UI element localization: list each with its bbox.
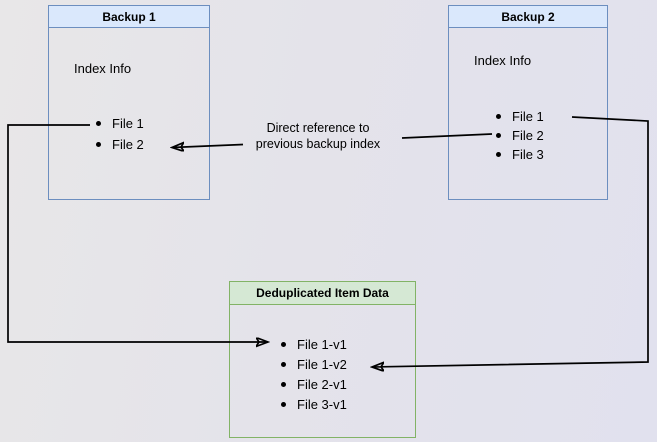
direct-reference-label: Direct reference to previous backup inde… <box>255 121 381 151</box>
bullet-icon <box>96 142 101 147</box>
list-item: File 1-v1 <box>281 334 347 354</box>
bullet-icon <box>281 361 286 367</box>
deduplicated-item-data-box: Deduplicated Item Data File 1-v1 File 1-… <box>229 281 416 438</box>
file-label: File 2 <box>112 137 144 152</box>
backup1-index-info-label: Index Info <box>74 61 132 76</box>
bullet-icon <box>496 114 501 119</box>
dedup-title: Deduplicated Item Data <box>230 282 415 305</box>
backup2-index-info-label: Index Info <box>474 53 532 68</box>
bullet-icon <box>281 401 286 407</box>
backup2-title: Backup 2 <box>449 6 607 28</box>
list-item: File 1-v2 <box>281 354 347 374</box>
list-item: File 3-v1 <box>281 394 347 414</box>
dedup-file-list: File 1-v1 File 1-v2 File 2-v1 File 3-v1 <box>281 334 347 414</box>
file-label: File 2 <box>512 128 544 143</box>
backup1-title: Backup 1 <box>49 6 209 28</box>
backup1-box: Backup 1 Index Info File 1 File 2 <box>48 5 210 200</box>
file-label: File 3 <box>512 147 544 162</box>
list-item: File 2 <box>96 134 144 155</box>
file-label: File 2-v1 <box>297 376 347 392</box>
list-item: File 1 <box>96 113 144 134</box>
bullet-icon <box>496 152 501 157</box>
backup2-box: Backup 2 Index Info File 1 File 2 File 3 <box>448 5 608 200</box>
file-label: File 1 <box>112 116 144 131</box>
file-label: File 1-v1 <box>297 336 347 352</box>
backup1-file-list: File 1 File 2 <box>96 113 144 155</box>
backup2-file-list: File 1 File 2 File 3 <box>496 107 544 164</box>
bullet-icon <box>96 121 101 126</box>
bullet-icon <box>496 133 501 138</box>
list-item: File 1 <box>496 107 544 126</box>
file-label: File 1-v2 <box>297 356 347 372</box>
list-item: File 2 <box>496 126 544 145</box>
bullet-icon <box>281 341 286 347</box>
list-item: File 3 <box>496 145 544 164</box>
list-item: File 2-v1 <box>281 374 347 394</box>
file-label: File 3-v1 <box>297 396 347 412</box>
file-label: File 1 <box>512 109 544 124</box>
bullet-icon <box>281 381 286 387</box>
